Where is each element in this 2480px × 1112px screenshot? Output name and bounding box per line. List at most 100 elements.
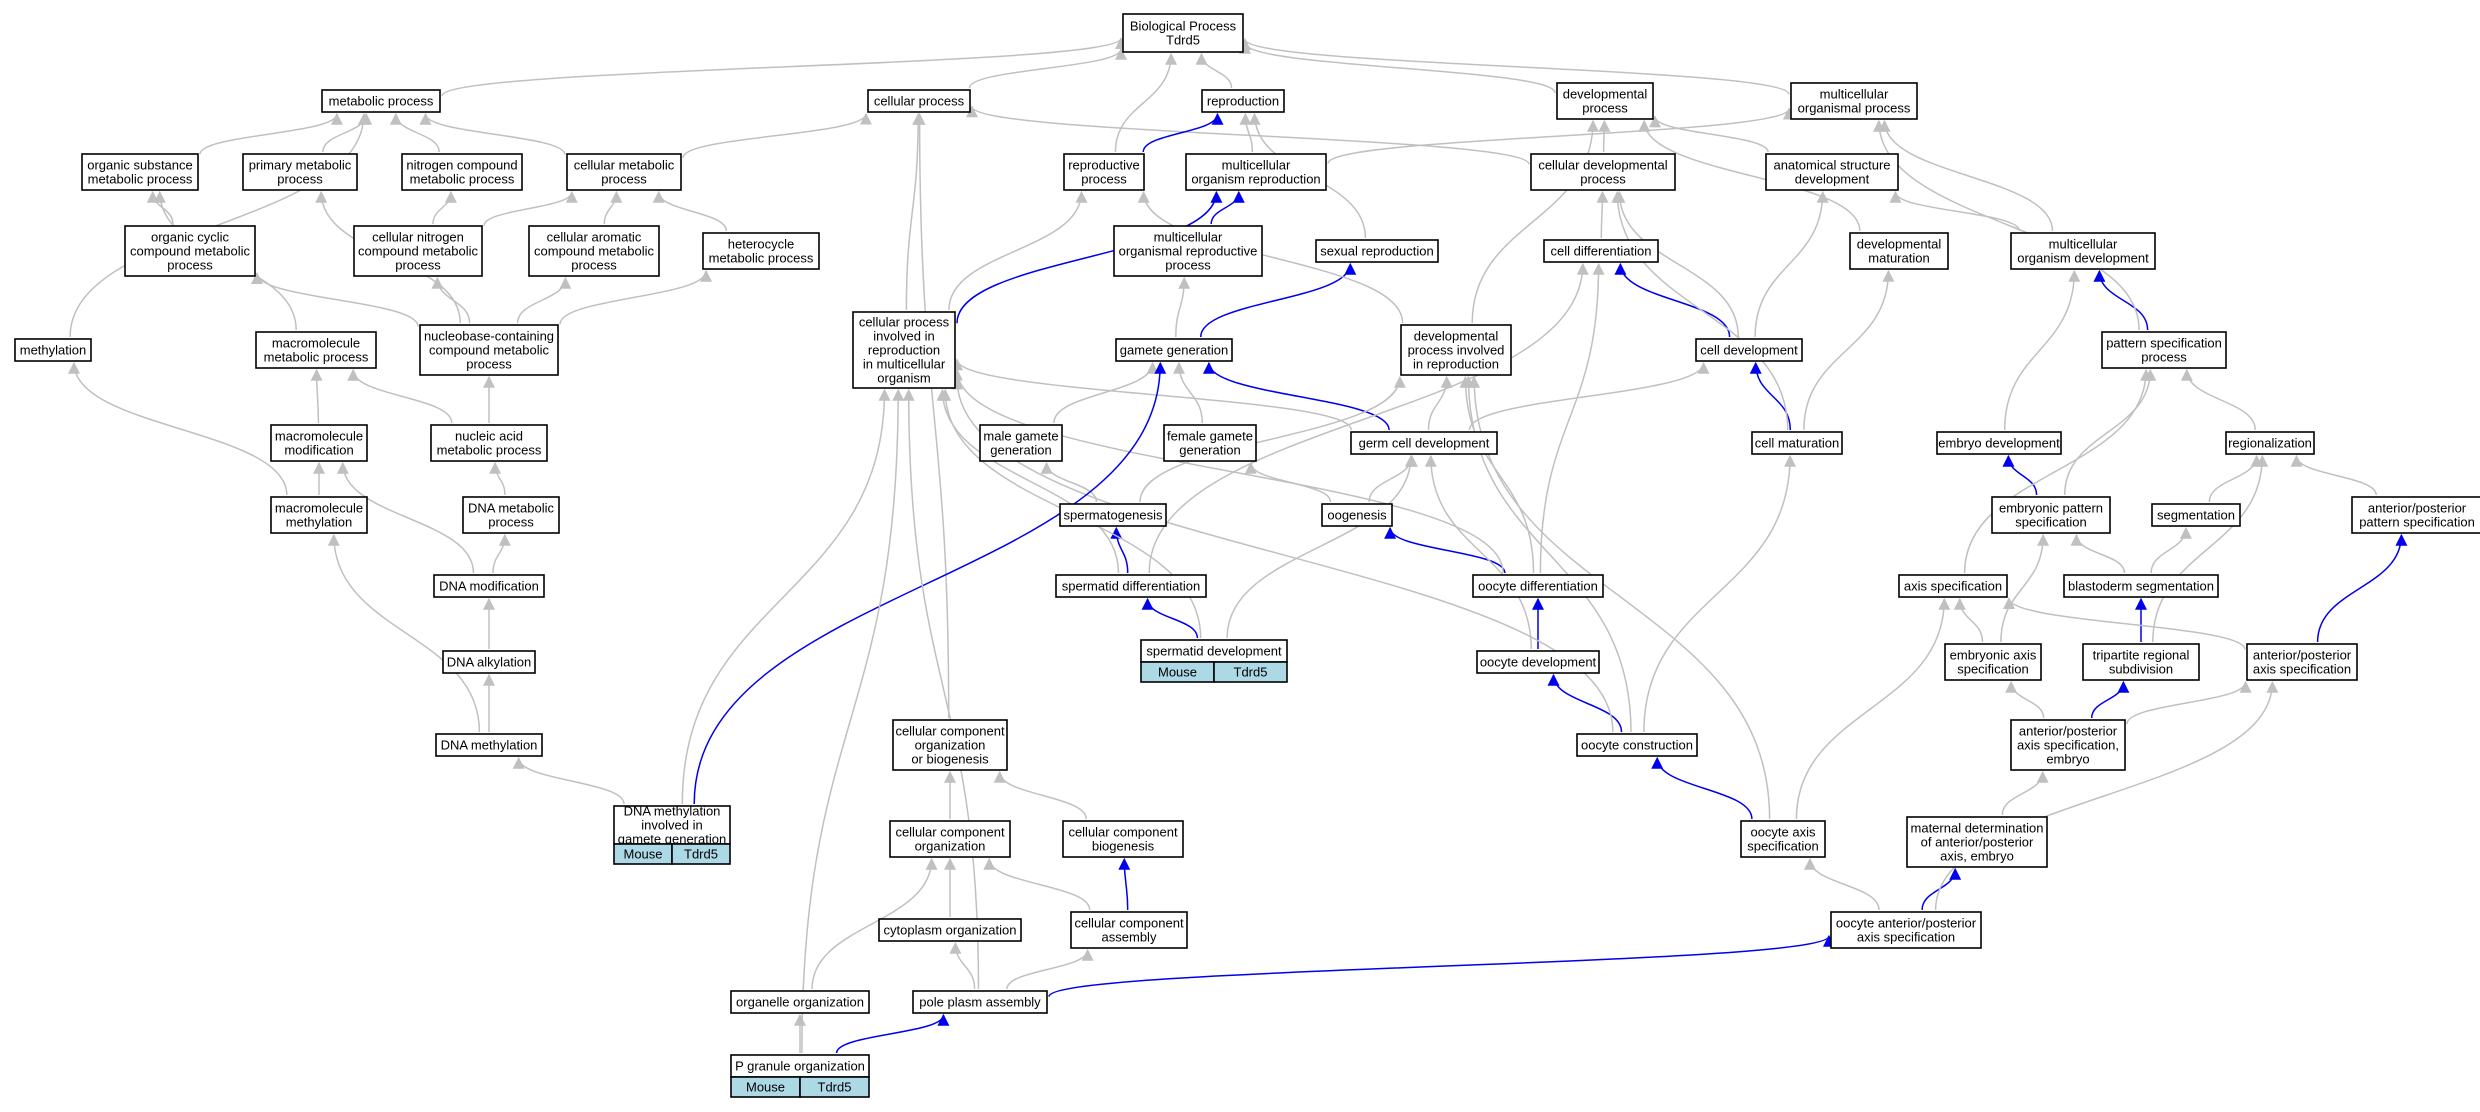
node-organelle-organization[interactable]: organelle organization — [730, 990, 870, 1014]
node-box — [1936, 431, 2062, 455]
node-box — [1849, 232, 1949, 270]
node-label: reproduction — [1207, 94, 1279, 109]
node-spermatogenesis[interactable]: spermatogenesis — [1059, 503, 1167, 527]
node-oocyte-differentiation[interactable]: oocyte differentiation — [1472, 574, 1604, 598]
annotation-gene: Tdrd5 — [684, 847, 718, 862]
node-spermatid-differentiation[interactable]: spermatid differentiation — [1055, 574, 1207, 598]
node-dna-alkylation[interactable]: DNA alkylation — [442, 650, 536, 674]
node-regionalization[interactable]: regionalization — [2225, 431, 2315, 455]
node-box — [419, 324, 559, 376]
node-oocyte-development[interactable]: oocyte development — [1476, 650, 1600, 674]
node-cell-development[interactable]: cell development — [1695, 338, 1803, 362]
node-sexual-reproduction[interactable]: sexual reproduction — [1315, 239, 1439, 263]
annotation-species: Mouse — [623, 847, 662, 862]
node-cell-maturation[interactable]: cell maturation — [1751, 431, 1843, 455]
node-metabolic-process[interactable]: metabolic process — [321, 89, 441, 113]
edge-cellular_component_assembly-to-cellular_component_biogenesis — [1118, 857, 1131, 911]
node-gamete-generation[interactable]: gamete generation — [1115, 338, 1233, 362]
node-cell-differentiation[interactable]: cell differentiation — [1543, 239, 1659, 263]
node-label: methylation — [20, 343, 86, 358]
node-dna-methylation[interactable]: DNA methylation — [435, 733, 543, 757]
node-axis-specification[interactable]: axis specification — [1898, 574, 2008, 598]
edge-spermatid_differentiation-to-cell_differentiation — [1148, 262, 1589, 574]
node-oocyte-construction[interactable]: oocyte construction — [1576, 733, 1698, 757]
node-germ-cell-development[interactable]: germ cell development — [1350, 431, 1498, 455]
node-segmentation[interactable]: segmentation — [2151, 503, 2241, 527]
edge-multicellular_organism_reproduction-to-reproduction — [1239, 112, 1254, 153]
node-box — [353, 225, 483, 277]
node-box — [613, 805, 731, 845]
node-cytoplasm-organization[interactable]: cytoplasm organization — [878, 918, 1022, 942]
node-reproduction[interactable]: reproduction — [1201, 89, 1285, 113]
node-oogenesis[interactable]: oogenesis — [1321, 503, 1393, 527]
node-embryo-development[interactable]: embryo development — [1936, 431, 2062, 455]
node-dna-modification[interactable]: DNA modification — [433, 574, 545, 598]
node-box — [270, 496, 368, 534]
node-blastoderm-segmentation[interactable]: blastoderm segmentation — [2063, 574, 2219, 598]
node-label: oogenesis — [1327, 508, 1387, 523]
node-pole-plasm-assembly[interactable]: pole plasm assembly — [912, 990, 1048, 1014]
node-label: cell development — [1700, 343, 1798, 358]
node-label: P granule organization — [735, 1059, 865, 1074]
edge-macromolecule_modification-to-macromolecule_metabolic_process — [310, 368, 323, 424]
node-box — [1201, 89, 1285, 113]
edge-pole_plasm_assembly-to-cellular_component_assembly — [1006, 948, 1094, 990]
node-cellular-process[interactable]: cellular process — [867, 89, 971, 113]
node-methylation[interactable]: methylation — [14, 338, 92, 362]
node-box — [566, 153, 682, 191]
